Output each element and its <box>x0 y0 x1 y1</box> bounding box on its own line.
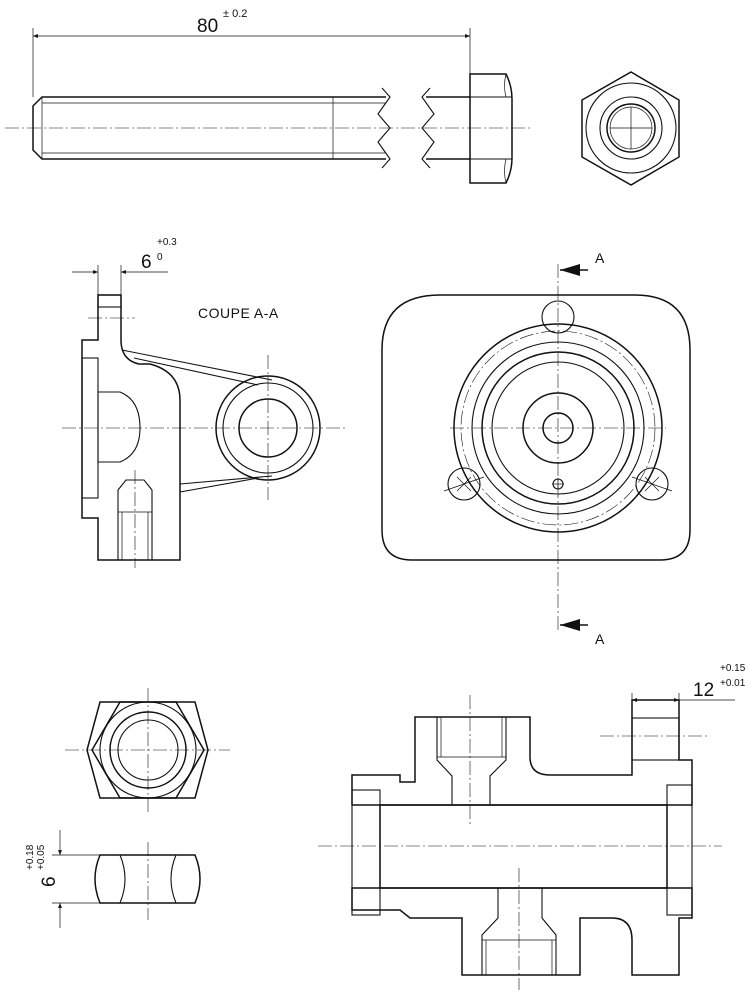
section-label-bottom: A <box>595 631 605 647</box>
nut-top-view <box>65 688 230 815</box>
nut-thickness-dimension: 6 +0.18 +0.05 <box>25 830 100 928</box>
nut-side-view <box>94 842 201 920</box>
bolt-length-dimension: 80 ± 0.2 <box>32 8 471 97</box>
body-width-dimension: 12 +0.15 +0.01 <box>631 663 746 718</box>
bolt-side-view <box>5 73 530 184</box>
bolt-length-value: 80 <box>197 16 218 37</box>
body-tol-upper: +0.15 <box>720 663 746 674</box>
bracket-tol-lower: 0 <box>157 252 163 263</box>
nut-thickness-value: 6 <box>39 876 60 887</box>
section-label-top: A <box>595 250 605 266</box>
bracket-width-value: 6 <box>141 252 152 273</box>
body-section-view <box>318 695 722 990</box>
bracket-tol-upper: +0.3 <box>157 237 177 248</box>
nut-tol-upper: +0.18 <box>25 844 36 870</box>
flange-front-view <box>381 264 691 631</box>
bracket-width-dimension: 6 +0.3 0 <box>72 237 177 295</box>
bracket-section-view <box>62 294 345 568</box>
bolt-length-tolerance: ± 0.2 <box>223 8 247 20</box>
bolt-head-end-view <box>581 71 680 186</box>
body-width-value: 12 <box>693 680 714 701</box>
nut-tol-lower: +0.05 <box>36 844 47 870</box>
section-title: COUPE A-A <box>198 305 279 321</box>
body-tol-lower: +0.01 <box>720 678 746 689</box>
